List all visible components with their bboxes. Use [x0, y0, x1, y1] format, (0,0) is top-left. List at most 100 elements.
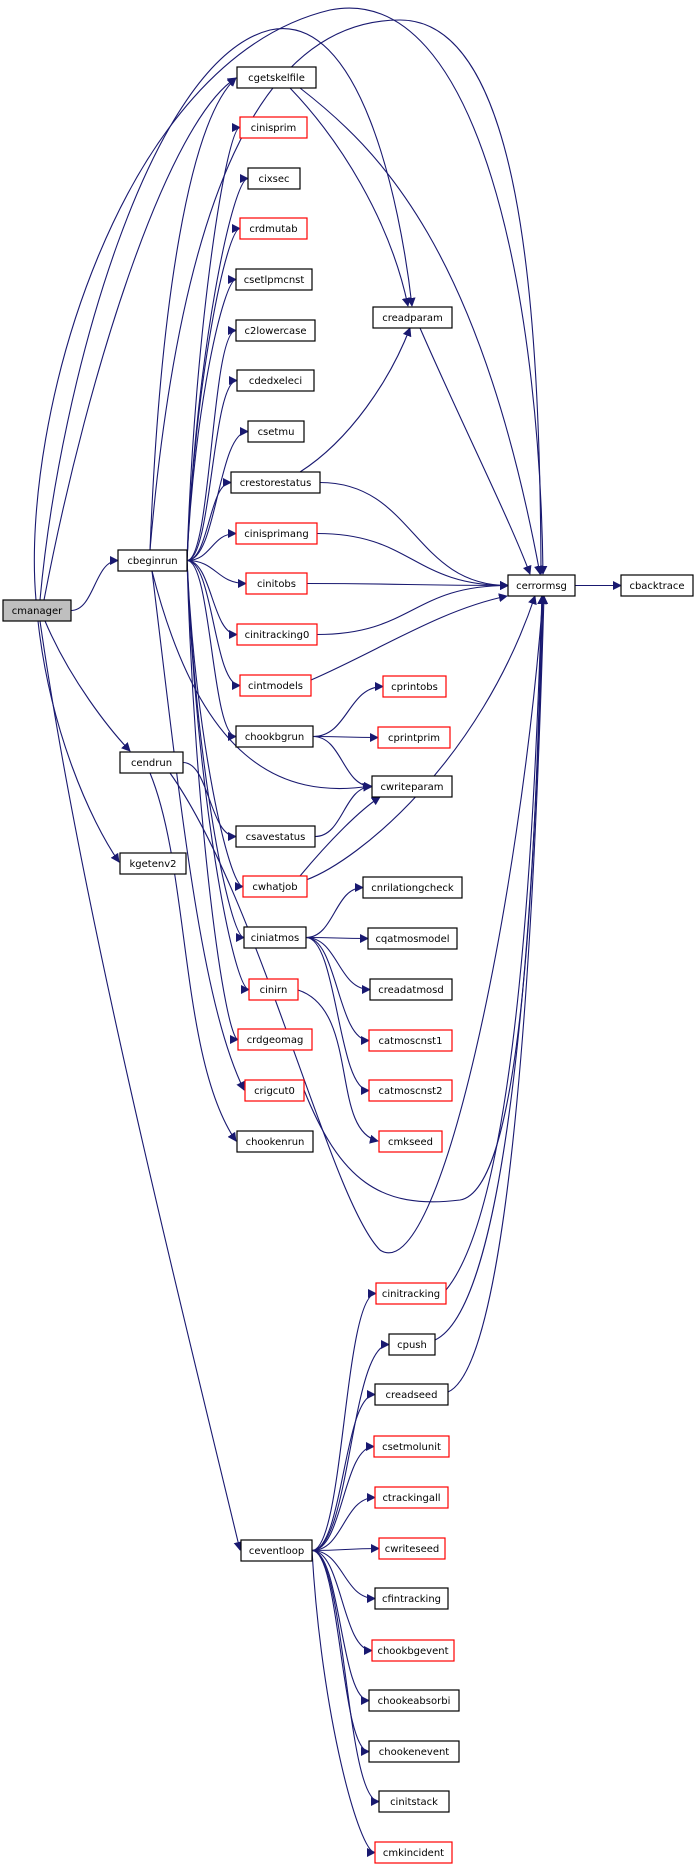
node-cinisprim[interactable]: cinisprim — [239, 116, 308, 139]
edge-ceventloop-to-csetmolunit — [311, 1442, 375, 1552]
edge-cendrun-to-chookenrun — [149, 772, 237, 1142]
node-label: crdgeomag — [247, 1035, 304, 1046]
node-cwhatjob[interactable]: cwhatjob — [242, 875, 308, 898]
node-cinitobs[interactable]: cinitobs — [245, 572, 308, 595]
edge-cbeginrun-to-cerrormsg — [149, 19, 546, 575]
node-label: kgetenv2 — [130, 859, 177, 870]
node-creadatmosd[interactable]: creadatmosd — [369, 978, 453, 1001]
node-cinitracking0[interactable]: cinitracking0 — [236, 623, 318, 646]
node-label: cmkincident — [383, 1848, 444, 1859]
node-box — [368, 1029, 453, 1052]
node-label: cinirn — [260, 985, 288, 996]
node-crdmutab[interactable]: crdmutab — [239, 217, 308, 240]
node-label: cprintobs — [391, 682, 438, 693]
edges-layer — [33, 7, 622, 1857]
edge-cinitobs-to-cerrormsg — [306, 580, 509, 590]
node-cinisprimang[interactable]: cinisprimang — [235, 522, 318, 545]
node-csetmu[interactable]: csetmu — [247, 420, 305, 443]
node-c2lowercase[interactable]: c2lowercase — [235, 319, 316, 342]
node-chookeabsorbi[interactable]: chookeabsorbi — [368, 1689, 460, 1712]
node-cmanager[interactable]: cmanager — [2, 599, 72, 622]
node-cfintracking[interactable]: cfintracking — [374, 1587, 449, 1610]
node-cprintprim[interactable]: cprintprim — [377, 726, 451, 749]
edge-cmanager-to-cgetskelfile — [43, 77, 237, 601]
edge-cinirn-to-cmkseed — [297, 989, 379, 1144]
node-cmkincident[interactable]: cmkincident — [374, 1841, 453, 1864]
node-catmoscnst2[interactable]: catmoscnst2 — [368, 1079, 453, 1102]
node-ciniatmos[interactable]: ciniatmos — [243, 926, 307, 949]
node-ceventloop[interactable]: ceventloop — [240, 1539, 313, 1562]
node-cbeginrun[interactable]: cbeginrun — [117, 549, 188, 572]
node-cinitstack[interactable]: cinitstack — [378, 1790, 450, 1813]
node-csavestatus[interactable]: csavestatus — [235, 825, 316, 848]
edge-cbeginrun-to-ciniatmos — [186, 560, 245, 942]
node-cerrormsg[interactable]: cerrormsg — [507, 574, 576, 597]
node-label: crestorestatus — [240, 478, 312, 489]
node-chookbgevent[interactable]: chookbgevent — [371, 1639, 455, 1662]
edge-cbeginrun-to-cinitobs — [186, 559, 247, 588]
node-cmkseed[interactable]: cmkseed — [378, 1130, 443, 1153]
edge-cmanager-to-ceventloop — [39, 620, 243, 1551]
node-cnrilationgcheck[interactable]: cnrilationgcheck — [362, 876, 463, 899]
edge-cinitracking-to-cerrormsg — [445, 595, 547, 1291]
node-cwriteseed[interactable]: cwriteseed — [378, 1537, 446, 1560]
edge-cintmodels-to-cerrormsg — [310, 593, 508, 681]
node-cintmodels[interactable]: cintmodels — [239, 674, 312, 697]
node-box — [245, 572, 308, 595]
node-box — [230, 471, 321, 494]
node-box — [239, 674, 312, 697]
edge-cbeginrun-to-crigcut0 — [151, 570, 245, 1091]
node-cwriteparam[interactable]: cwriteparam — [371, 775, 453, 798]
node-label: cwriteseed — [385, 1544, 440, 1555]
node-box — [374, 1383, 449, 1406]
node-chookenrun[interactable]: chookenrun — [236, 1130, 314, 1153]
node-label: crigcut0 — [254, 1086, 295, 1097]
node-box — [235, 268, 313, 291]
node-cgetskelfile[interactable]: cgetskelfile — [236, 66, 317, 89]
node-crestorestatus[interactable]: crestorestatus — [230, 471, 321, 494]
edge-cmanager-to-kgetenv2 — [37, 620, 120, 863]
node-csetmolunit[interactable]: csetmolunit — [373, 1435, 450, 1458]
edge-ciniatmos-to-cnrilationgcheck — [305, 883, 364, 939]
node-ctrackingall[interactable]: ctrackingall — [374, 1486, 449, 1509]
node-cdedxeleci[interactable]: cdedxeleci — [236, 369, 315, 392]
node-csetlpmcnst[interactable]: csetlpmcnst — [235, 268, 313, 291]
node-cprintobs[interactable]: cprintobs — [382, 675, 447, 698]
node-chookbgrun[interactable]: chookbgrun — [235, 725, 314, 748]
node-chookenevent[interactable]: chookenevent — [368, 1740, 460, 1763]
node-catmoscnst1[interactable]: catmoscnst1 — [368, 1029, 453, 1052]
node-box — [235, 825, 316, 848]
edge-cbeginrun-to-cinirn — [186, 560, 250, 994]
node-box — [620, 574, 694, 597]
node-kgetenv2[interactable]: kgetenv2 — [119, 852, 187, 875]
node-cendrun[interactable]: cendrun — [119, 751, 184, 774]
node-label: cinitstack — [390, 1797, 438, 1808]
node-cbacktrace[interactable]: cbacktrace — [620, 574, 694, 597]
node-label: creadseed — [386, 1390, 438, 1401]
node-creadseed[interactable]: creadseed — [374, 1383, 449, 1406]
node-crigcut0[interactable]: crigcut0 — [244, 1079, 305, 1102]
node-cixsec[interactable]: cixsec — [247, 167, 301, 190]
edge-cbeginrun-to-cinisprimang — [186, 529, 237, 562]
edge-cinisprimang-to-cerrormsg — [316, 532, 509, 590]
node-box — [368, 1079, 453, 1102]
node-label: cintmodels — [248, 681, 303, 692]
edge-ceventloop-to-ctrackingall — [311, 1493, 376, 1552]
node-box — [237, 1028, 313, 1051]
node-cinirn[interactable]: cinirn — [248, 978, 299, 1001]
node-box — [375, 1282, 447, 1305]
node-cpush[interactable]: cpush — [388, 1333, 436, 1356]
node-box — [378, 1790, 450, 1813]
node-box — [243, 926, 307, 949]
node-creadparam[interactable]: creadparam — [372, 306, 453, 329]
node-cinitracking[interactable]: cinitracking — [375, 1282, 447, 1305]
node-crdgeomag[interactable]: crdgeomag — [237, 1028, 313, 1051]
node-label: cerrormsg — [516, 581, 567, 592]
edge-cbeginrun-to-cinitracking0 — [186, 559, 238, 639]
edge-cpush-to-cerrormsg — [434, 595, 548, 1341]
node-label: cgetskelfile — [248, 73, 305, 84]
node-label: cinisprimang — [244, 529, 308, 540]
node-label: cprintprim — [388, 733, 440, 744]
node-cqatmosmodel[interactable]: cqatmosmodel — [367, 927, 458, 950]
node-label: ciniatmos — [251, 933, 300, 944]
